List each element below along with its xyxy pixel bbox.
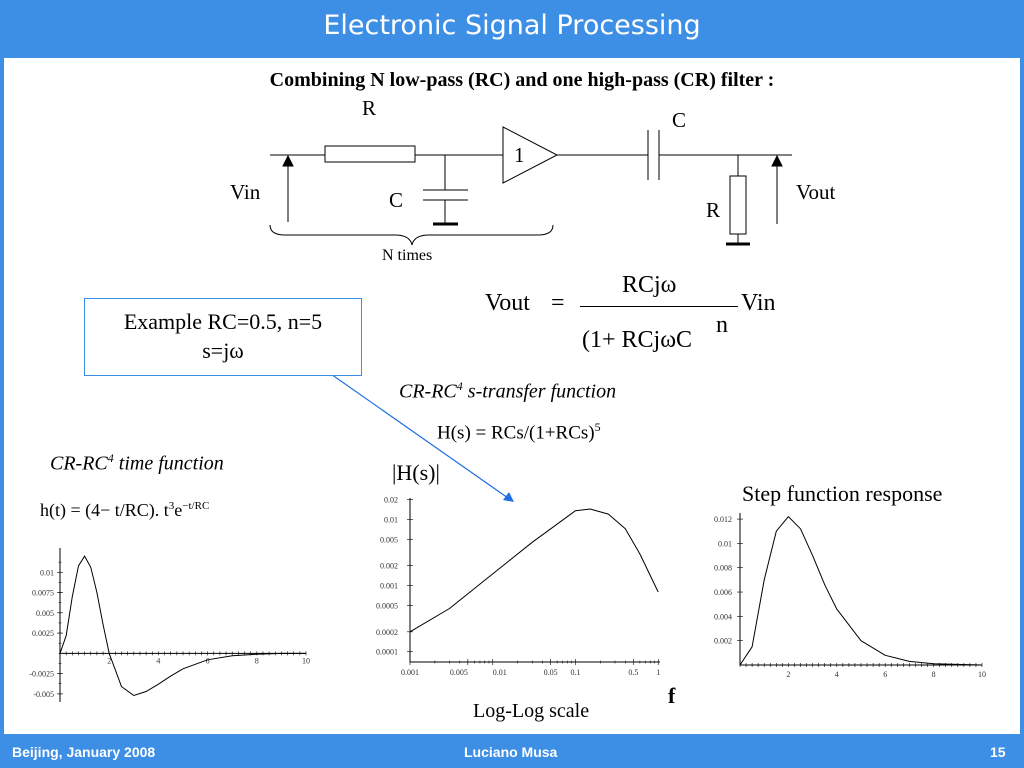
x-tick-label: 10: [302, 656, 310, 665]
fraction-bar: [580, 306, 738, 307]
transfer-formula: H(s) = RCs/(1+RCs)5: [437, 420, 601, 444]
footer-location-date: Beijing, January 2008: [12, 744, 156, 760]
eq-rhs: Vin: [741, 290, 776, 316]
x-tick-label: 0.05: [544, 668, 558, 677]
x-tick-label: 4: [156, 656, 160, 665]
x-tick-label: 6: [883, 670, 887, 679]
time-function-chart: 2 4 6 8 10 0.01 0.0075 0.005 0.0025 -0.0025 -0.005: [29, 548, 310, 702]
eq-exponent: n: [716, 312, 728, 338]
eq-numerator: RCjω: [622, 272, 677, 298]
y-tick-label: 0.0075: [32, 589, 54, 598]
y-tick-label: 0.005: [380, 535, 398, 544]
x-tick-label: 8: [255, 656, 259, 665]
step-response-title: Step function response: [742, 481, 943, 506]
y-tick-label: 0.0025: [32, 629, 54, 638]
y-tick-label: 0.0001: [376, 648, 398, 657]
y-tick-label: 0.001: [380, 582, 398, 591]
x-tick-label: 2: [786, 670, 790, 679]
x-tick-label: 10: [978, 670, 986, 679]
label-n-times: N times: [382, 247, 433, 264]
x-tick-label: 8: [932, 670, 936, 679]
x-tick-label: 0.01: [493, 668, 507, 677]
y-tick-label: 0.0005: [376, 601, 398, 610]
y-tick-label: 0.002: [714, 637, 732, 646]
eq-equals: =: [551, 290, 565, 316]
label-c2: C: [672, 108, 687, 132]
slide-title: Electronic Signal Processing: [323, 10, 701, 41]
example-line2: s=jω: [202, 338, 244, 363]
right-border: [1020, 58, 1024, 734]
example-box: Example RC=0.5, n=5 s=jω: [84, 298, 362, 376]
label-r2: R: [706, 198, 721, 222]
y-tick-label: 0.006: [714, 588, 732, 597]
y-tick-label: 0.002: [380, 562, 398, 571]
x-tick-label: 0.005: [450, 668, 468, 677]
footer-page-number: 15: [990, 744, 1006, 760]
eq-lhs: Vout: [485, 290, 530, 316]
y-tick-label: 0.0002: [376, 628, 398, 637]
y-tick-label: 0.01: [718, 539, 732, 548]
x-tick-label: 2: [107, 656, 111, 665]
y-tick-label: 0.01: [384, 515, 398, 524]
slide-subtitle: Combining N low-pass (RC) and one high-p…: [269, 69, 775, 91]
hs-label: |H(s)|: [392, 460, 440, 485]
loglog-label: Log-Log scale: [473, 700, 590, 722]
example-line1: Example RC=0.5, n=5: [123, 309, 323, 334]
step-response-chart: 2 4 6 8 10 0.012 0.01 0.008 0.006 0.004 0.002: [714, 513, 986, 679]
y-tick-label: 0.012: [714, 515, 732, 524]
x-tick-label: 0.5: [628, 668, 638, 677]
eq-denominator: (1+ RCjωC: [582, 327, 693, 353]
label-vout: Vout: [796, 180, 836, 204]
label-c1: C: [389, 188, 404, 212]
left-border: [0, 58, 4, 734]
footer-author: Luciano Musa: [464, 744, 558, 760]
x-tick-label: 6: [206, 656, 210, 665]
y-tick-label: 0.01: [40, 568, 54, 577]
transfer-title: CR-RC4 s-transfer function: [399, 379, 617, 403]
footer-bar: Beijing, January 2008 Luciano Musa 15: [0, 734, 1024, 768]
step-response-curve: [739, 516, 983, 666]
time-function-curve: [59, 555, 306, 697]
label-amp-gain: 1: [514, 143, 525, 167]
x-tick-label: 1: [656, 668, 660, 677]
y-tick-label: 0.02: [384, 495, 398, 504]
y-tick-label: 0.005: [36, 609, 54, 618]
f-axis-label: f: [668, 683, 676, 708]
time-function-title: CR-RC4 time function: [50, 451, 224, 475]
x-tick-label: 4: [835, 670, 839, 679]
label-vin: Vin: [230, 180, 261, 204]
header-bar: [0, 0, 1024, 58]
label-r1: R: [362, 96, 377, 120]
x-tick-label: 0.001: [401, 668, 419, 677]
y-tick-label: -0.0025: [29, 670, 54, 679]
y-tick-label: 0.008: [714, 564, 732, 573]
y-tick-label: 0.004: [714, 612, 732, 621]
time-function-formula: h(t) = (4− t/RC). t3e−t/RC: [40, 500, 210, 520]
transfer-magnitude-curve: [409, 508, 659, 633]
y-tick-label: -0.005: [33, 690, 54, 699]
x-tick-label: 0.1: [570, 668, 580, 677]
transfer-magnitude-chart: 0.001 0.005 0.01 0.05 0.1 0.5 1 0.02 0.01 0.005 0.…: [376, 495, 660, 677]
